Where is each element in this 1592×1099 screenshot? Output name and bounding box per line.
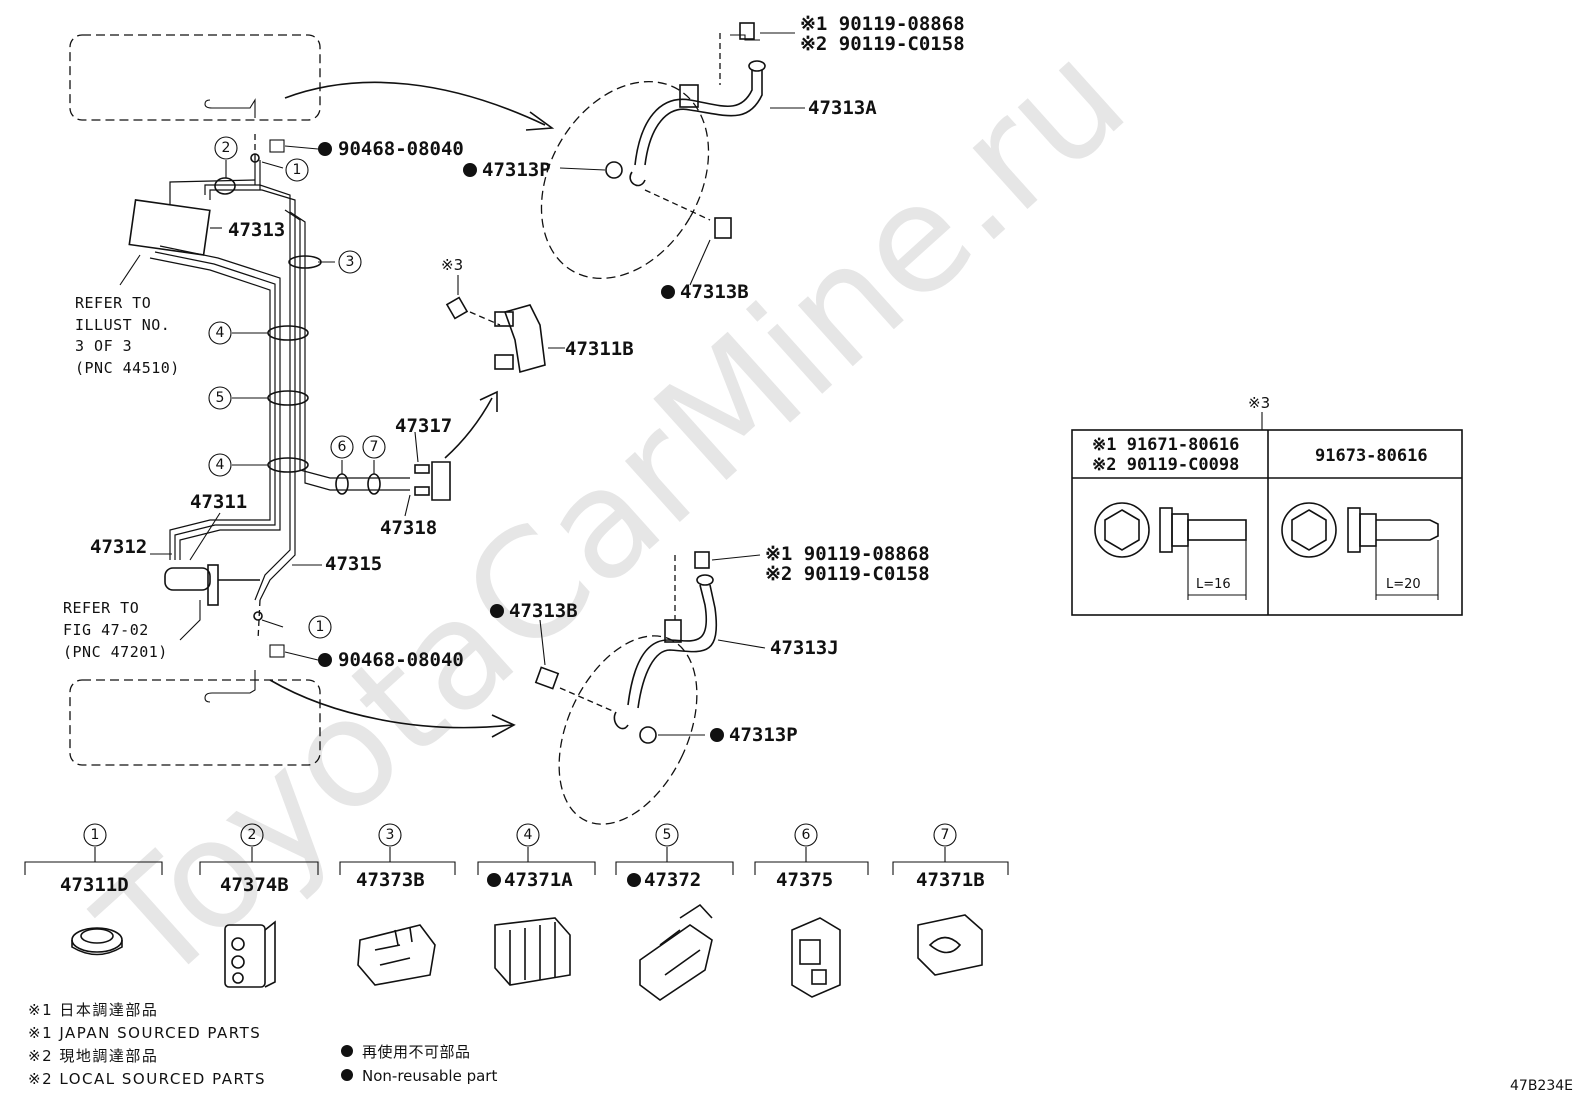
label-bottom-bolt-1: ※1 90119-08868 <box>765 543 930 565</box>
bracket-47311B <box>445 296 565 374</box>
refer-note-1: REFER TO ILLUST NO. 3 OF 3 (PNC 44510) <box>75 294 180 377</box>
svg-text:※2 現地調達部品: ※2 現地調達部品 <box>28 1047 158 1065</box>
label-bottom-bolt-2: ※2 90119-C0158 <box>765 563 930 585</box>
callout-part-7: 47371B <box>916 869 985 891</box>
clamp-icon-4 <box>494 917 571 986</box>
callout-2-marker: 2 <box>214 136 238 160</box>
svg-text:※1 日本調達部品: ※1 日本調達部品 <box>28 1001 158 1019</box>
label-bottom-clip: 47313P <box>729 724 798 746</box>
svg-text:※1 JAPAN SOURCED PARTS: ※1 JAPAN SOURCED PARTS <box>28 1024 261 1042</box>
callout-part-1: 47311D <box>60 874 129 896</box>
vehicle-outline-bottom <box>69 679 321 766</box>
svg-text:4: 4 <box>524 827 533 843</box>
callout-row: 1 2 3 4 5 6 7 47311D 47374B 47373B 47371… <box>24 823 1009 1001</box>
svg-text:※2 90119-C0098: ※2 90119-C0098 <box>1092 455 1239 475</box>
top-hose-assembly <box>540 22 805 286</box>
callout-part-3: 47373B <box>356 869 425 891</box>
svg-text:再使用不可部品: 再使用不可部品 <box>362 1043 471 1061</box>
clip-icon-6 <box>791 917 841 998</box>
non-reusable-dot <box>710 728 724 742</box>
label-47318: 47318 <box>380 517 437 539</box>
diagram-code: 47B234E <box>1510 1078 1573 1094</box>
clamp-icon-5 <box>639 903 713 1001</box>
svg-text:6: 6 <box>802 827 811 843</box>
label-top-bolt-2: ※2 90119-C0158 <box>800 33 965 55</box>
svg-text:5: 5 <box>216 390 225 406</box>
bolt-table-mark: ※3 <box>1248 394 1270 412</box>
svg-text:4: 4 <box>216 325 225 341</box>
callout-5-marker: 5 <box>208 386 232 410</box>
refer-note-2: REFER TO FIG 47-02 (PNC 47201) <box>63 599 168 661</box>
bolt-icon-20 <box>1281 502 1439 600</box>
label-bottom-bracket-bolt: 47313B <box>509 600 578 622</box>
brake-tube-bundle <box>128 130 451 658</box>
label-47311B: 47311B <box>565 338 634 360</box>
label-47311: 47311 <box>190 491 247 513</box>
callout-part-2: 47374B <box>220 874 289 896</box>
callout-6-marker: 6 <box>330 435 354 459</box>
non-reusable-dot <box>490 604 504 618</box>
arrow-bottom <box>269 679 513 729</box>
label-47313A: 47313A <box>808 97 877 119</box>
non-reusable-dot <box>318 142 332 156</box>
non-reusable-dot <box>661 285 675 299</box>
svg-text:5: 5 <box>663 827 672 843</box>
callout-4-marker: 4 <box>208 321 232 345</box>
arrow-top <box>284 81 546 126</box>
grommet-icon <box>71 927 123 956</box>
non-reusable-dot <box>463 163 477 177</box>
svg-text:1: 1 <box>293 162 302 178</box>
svg-text:4: 4 <box>216 457 225 473</box>
svg-text:L=20: L=20 <box>1386 577 1421 592</box>
bottom-hose-assembly <box>534 551 766 825</box>
label-47315: 47315 <box>325 553 382 575</box>
callout-part-6: 47375 <box>776 869 833 891</box>
bolt-icon-16 <box>1094 502 1247 600</box>
callout-4-marker-2: 4 <box>208 453 232 477</box>
label-top-clip: 47313P <box>482 159 551 181</box>
svg-text:3: 3 <box>386 827 395 843</box>
svg-text:6: 6 <box>338 439 347 455</box>
callout-part-4: 47371A <box>504 869 573 891</box>
svg-text:91673-80616: 91673-80616 <box>1315 446 1428 466</box>
clamp-icon-3 <box>357 924 436 986</box>
callout-3-marker: 3 <box>338 250 362 274</box>
label-47312: 47312 <box>90 536 147 558</box>
svg-text:7: 7 <box>941 827 950 843</box>
vehicle-outline-top <box>69 34 321 121</box>
bolt-table: ※3 ※1 91671-80616 ※2 90119-C00 <box>1071 394 1463 616</box>
svg-text:※2 LOCAL SOURCED PARTS: ※2 LOCAL SOURCED PARTS <box>28 1070 266 1088</box>
label-47313J: 47313J <box>770 637 839 659</box>
svg-text:7: 7 <box>370 439 379 455</box>
label-plug-bottom: 90468-08040 <box>338 649 464 671</box>
svg-text:2: 2 <box>222 140 231 156</box>
label-top-bolt-1: ※1 90119-08868 <box>800 13 965 35</box>
svg-text:Non-reusable part: Non-reusable part <box>362 1067 497 1085</box>
clamp-icon-7 <box>917 914 983 976</box>
legend: ※1 日本調達部品 ※1 JAPAN SOURCED PARTS ※2 現地調達… <box>28 1001 497 1088</box>
label-bolt-mark: ※3 <box>441 256 463 274</box>
callout-1-marker: 1 <box>285 158 309 182</box>
svg-text:※1 91671-80616: ※1 91671-80616 <box>1092 435 1239 455</box>
label-47317: 47317 <box>395 415 452 437</box>
callout-part-5: 47372 <box>644 869 701 891</box>
label-47313: 47313 <box>228 219 285 241</box>
label-plug-top: 90468-08040 <box>338 138 464 160</box>
svg-text:L=16: L=16 <box>1196 577 1231 592</box>
svg-text:2: 2 <box>248 827 257 843</box>
callout-1-marker-2: 1 <box>308 615 332 639</box>
label-top-bracket-bolt: 47313B <box>680 281 749 303</box>
svg-text:1: 1 <box>91 827 100 843</box>
non-reusable-dot <box>318 653 332 667</box>
callout-7-marker: 7 <box>362 435 386 459</box>
svg-text:3: 3 <box>346 254 355 270</box>
svg-text:1: 1 <box>316 619 325 635</box>
clamp-icon-2 <box>224 920 276 988</box>
